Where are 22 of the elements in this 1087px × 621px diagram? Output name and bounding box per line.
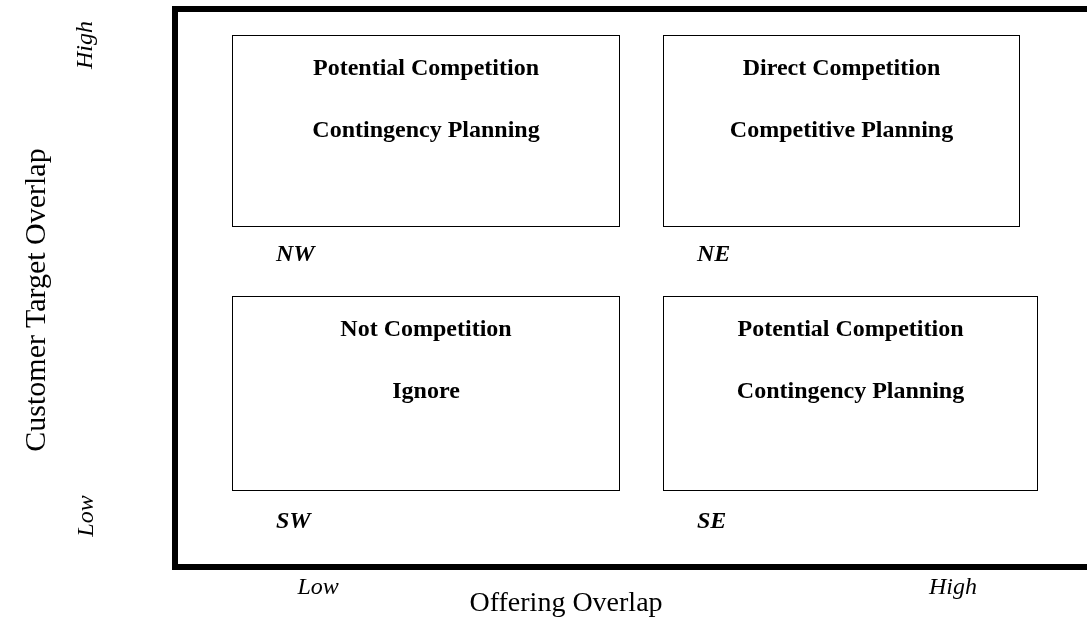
axis-tick-label: High [72, 21, 96, 69]
quadrant-title: Not Competition [339, 315, 513, 342]
strategy-text: Ignore [391, 377, 461, 404]
axis-tick-label: High [929, 574, 977, 598]
quadrant-title: Direct Competition [741, 54, 942, 81]
axis-title: Customer Target Overlap [19, 148, 50, 452]
axis-tick-label: Low [72, 495, 97, 537]
quadrant-label: SE [697, 508, 727, 532]
quadrant-label: NE [697, 241, 731, 265]
strategy-text: Competitive Planning [728, 116, 955, 143]
quadrant-label: SW [276, 508, 311, 532]
quadrant-box [232, 35, 620, 227]
quadrant-title: Potential Competition [312, 54, 540, 81]
quadrant-box [663, 296, 1038, 491]
axis-tick-label: Low [297, 574, 339, 598]
quadrant-box [232, 296, 620, 491]
quadrant-title: Potential Competition [736, 315, 965, 342]
axis-title: Offering Overlap [469, 588, 663, 616]
quadrant-label: NW [276, 241, 315, 265]
strategy-text: Contingency Planning [311, 116, 541, 143]
quadrant-box [663, 35, 1020, 227]
strategy-text: Contingency Planning [735, 377, 966, 404]
